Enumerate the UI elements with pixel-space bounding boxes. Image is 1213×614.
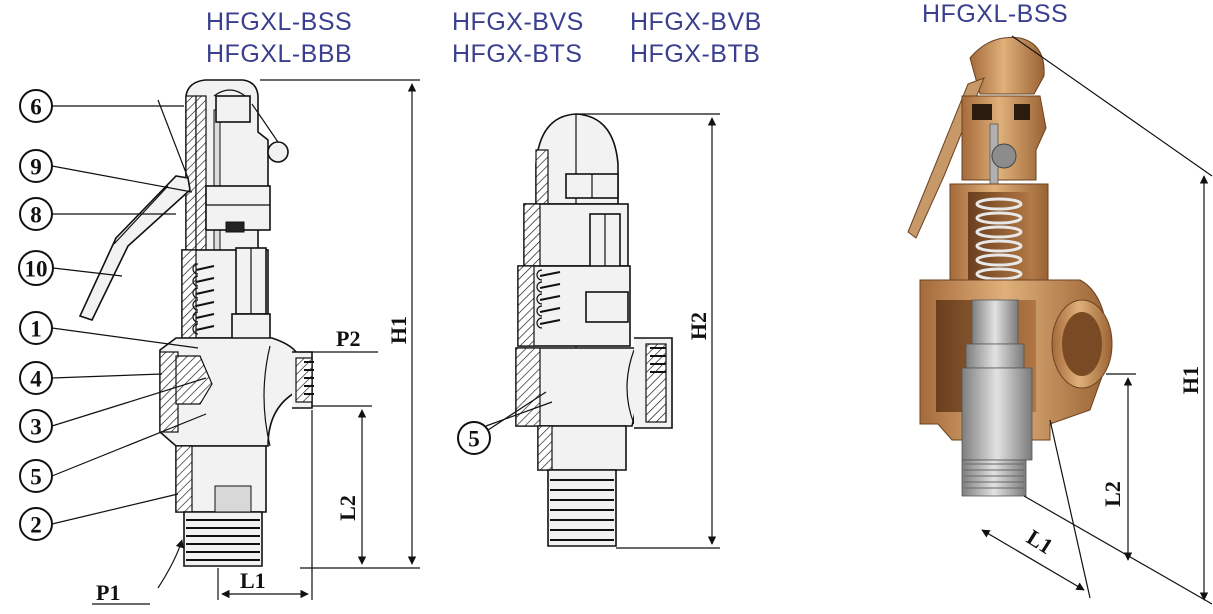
- callout-9: 9: [30, 155, 42, 180]
- callout-4: 4: [30, 367, 42, 392]
- model-label-hfgx-bts: HFGX-BTS: [452, 40, 582, 68]
- dim-h1-photo: H1: [1178, 366, 1203, 394]
- callout-5: 5: [30, 465, 42, 490]
- left-dimensions: H1 L2 L1 P1 P2: [92, 79, 420, 605]
- dim-p1: P1: [96, 580, 120, 605]
- callout-5-mid: 5: [468, 427, 480, 452]
- photo-spring: [975, 197, 1023, 281]
- middle-valve-drawing: [515, 113, 673, 547]
- dim-p2: P2: [336, 326, 360, 351]
- spring-coils: [192, 263, 215, 335]
- callout-1: 1: [30, 317, 42, 342]
- callout-10: 10: [25, 257, 48, 282]
- left-valve-drawing: [78, 79, 314, 589]
- dim-l2-left: L2: [335, 495, 360, 521]
- callout-2: 2: [30, 513, 42, 538]
- photo-valve-cutaway: [907, 36, 1113, 497]
- callout-6: 6: [30, 95, 42, 120]
- middle-dimensions: H2: [576, 113, 720, 549]
- callout-8: 8: [30, 203, 42, 228]
- model-label-hfgxl-bbb: HFGXL-BBB: [206, 40, 352, 68]
- dim-h2: H2: [686, 312, 711, 340]
- part-callouts-left: 6 9 8 10 1 4 3 5 2: [18, 89, 207, 541]
- model-label-hfgxl-bss: HFGXL-BSS: [206, 8, 352, 36]
- model-label-hfgx-bvs: HFGX-BVS: [452, 8, 584, 36]
- dim-h1-left: H1: [386, 316, 411, 344]
- dim-l1-photo: L1: [1022, 524, 1057, 559]
- callout-3: 3: [30, 415, 42, 440]
- lever: [78, 99, 191, 321]
- dim-l1-left: L1: [240, 568, 266, 593]
- model-label-photo: HFGXL-BSS: [922, 0, 1068, 28]
- dim-l2-photo: L2: [1100, 481, 1125, 507]
- spring-coils-mid: [536, 269, 561, 329]
- model-label-hfgx-btb: HFGX-BTB: [630, 40, 760, 68]
- part-callouts-mid: 5: [457, 391, 553, 455]
- model-label-hfgx-bvb: HFGX-BVB: [630, 8, 762, 36]
